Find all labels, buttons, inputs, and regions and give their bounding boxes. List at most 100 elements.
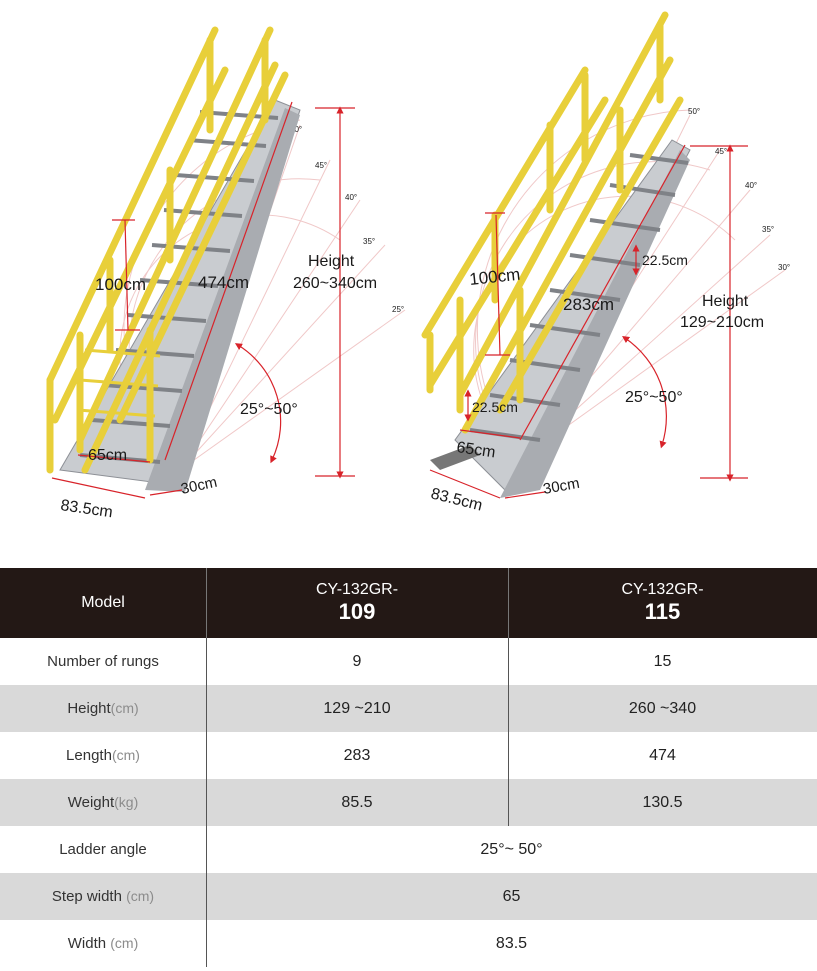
row-label: Ladder angle <box>0 841 206 858</box>
row-unit: (cm) <box>110 935 139 951</box>
row-label-text: Step width <box>51 888 127 905</box>
row-label-text: Weight <box>67 794 115 811</box>
row-label: Number of rungs <box>0 653 206 670</box>
model-b-prefix: CY-132GR- <box>621 581 704 598</box>
cell-model-b: 15 <box>653 652 672 670</box>
table-row: Height(cm) 129 ~210 260 ~340 <box>0 685 817 732</box>
row-label-text: Ladder angle <box>59 841 147 858</box>
left-protractor-tick: 25° <box>392 305 404 314</box>
right-protractor-tick: 50° <box>688 107 700 116</box>
model-b-header: CY-132GR- 115 <box>508 581 817 625</box>
left-handrail-dim-line <box>124 219 129 331</box>
right-treads <box>469 153 689 442</box>
row-label: Step width (cm) <box>0 888 206 905</box>
table-row-merged: Step width (cm) 65 <box>0 873 817 920</box>
left-handrails <box>46 26 289 474</box>
right-width-dim-line <box>429 469 501 499</box>
right-depth-label: 30cm <box>542 475 581 498</box>
left-height-title: Height <box>308 253 355 270</box>
right-handrail-height-label: 100cm <box>468 265 521 289</box>
left-angle-arc <box>234 343 282 464</box>
column-divider <box>206 826 207 873</box>
column-divider <box>206 638 207 685</box>
cell-model-a: 85.5 <box>341 793 373 811</box>
right-length-dim-line <box>519 144 686 441</box>
right-handrails <box>421 11 684 434</box>
right-angle-label: 25°~50° <box>625 389 683 406</box>
model-a-header: CY-132GR- 109 <box>206 581 508 625</box>
cell-model-b: 474 <box>649 746 676 764</box>
column-divider <box>508 638 509 685</box>
cell-model-a: 9 <box>352 652 362 670</box>
row-unit: (kg) <box>114 794 139 810</box>
right-rise-top-label: 22.5cm <box>642 252 688 268</box>
left-ladder-illustration: 50° 45° 40° 35° 25° <box>46 26 406 521</box>
product-illustrations: 50° 45° 40° 35° 25° <box>46 11 790 521</box>
row-label: Weight(kg) <box>0 794 206 811</box>
table-row: Weight(kg) 85.5 130.5 <box>0 779 817 826</box>
row-label: Length(cm) <box>0 747 206 764</box>
left-step-width-label: 65cm <box>88 447 127 464</box>
left-protractor-tick: 40° <box>345 193 357 202</box>
left-yellow-steps <box>77 348 161 418</box>
cell-model-a: 283 <box>343 746 371 764</box>
column-divider <box>206 685 207 732</box>
table-header-row: Model CY-132GR- 109 CY-132GR- 115 <box>0 568 817 638</box>
row-label-text: Height <box>67 700 111 717</box>
column-divider <box>206 920 207 967</box>
right-handrail-dim-line <box>495 214 501 356</box>
column-divider <box>508 685 509 732</box>
row-label-text: Length <box>66 747 112 764</box>
row-unit: (cm) <box>126 888 155 904</box>
column-divider <box>508 568 509 638</box>
table-row: Number of rungs 9 15 <box>0 638 817 685</box>
right-protractor-tick: 35° <box>762 225 774 234</box>
cell-model-b: 260 ~340 <box>628 699 697 717</box>
cell-merged: 83.5 <box>495 934 528 952</box>
column-divider <box>206 873 207 920</box>
cell-model-b: 130.5 <box>642 793 683 811</box>
left-protractor-tick: 35° <box>363 237 375 246</box>
row-unit: (cm) <box>111 747 140 763</box>
right-width-label: 83.5cm <box>429 485 484 514</box>
right-height-title: Height <box>702 293 749 310</box>
left-width-dim-line <box>51 477 146 499</box>
ladder-diagrams-svg: 50° 45° 40° 35° 25° <box>46 11 790 521</box>
left-protractor-tick: 50° <box>290 125 302 134</box>
row-label: Height(cm) <box>0 700 206 717</box>
left-handrail-height-label: 100cm <box>95 275 146 294</box>
model-b-number: 115 <box>644 599 681 624</box>
model-a-prefix: CY-132GR- <box>315 581 399 598</box>
right-protractor-tick: 45° <box>715 147 727 156</box>
right-height-range: 129~210cm <box>680 314 764 331</box>
left-angle-label: 25°~50° <box>240 401 298 418</box>
right-ladder-illustration: 50° 45° 40° 35° 30° <box>421 11 790 515</box>
right-step-width-label: 65cm <box>455 439 496 461</box>
model-a-number: 109 <box>338 599 376 624</box>
column-divider <box>206 568 207 638</box>
cell-merged: 65 <box>502 887 521 905</box>
left-protractor-tick: 45° <box>315 161 327 170</box>
row-label-text: Number of rungs <box>47 653 159 670</box>
left-length-label: 474cm <box>198 273 249 292</box>
right-angle-arc <box>622 335 667 449</box>
column-divider <box>206 779 207 826</box>
right-protractor-tick: 40° <box>745 181 757 190</box>
right-depth-dim-line <box>504 491 546 499</box>
right-length-label: 283cm <box>563 295 614 314</box>
right-rise-bottom-label: 22.5cm <box>472 399 518 415</box>
spec-table: Model CY-132GR- 109 CY-132GR- 115 Number… <box>0 568 817 967</box>
column-divider <box>508 779 509 826</box>
model-header-label: Model <box>81 594 125 611</box>
table-row-merged: Ladder angle 25°~ 50° <box>0 826 817 873</box>
cell-model-a: 129 ~210 <box>323 699 391 717</box>
left-depth-dim-line <box>149 489 183 496</box>
row-label: Width (cm) <box>0 935 206 952</box>
table-row-merged: Width (cm) 83.5 <box>0 920 817 967</box>
row-unit: (cm) <box>110 700 139 716</box>
column-divider <box>206 732 207 779</box>
table-row: Length(cm) 283 474 <box>0 732 817 779</box>
column-divider <box>508 732 509 779</box>
left-step-dim-line <box>77 454 151 463</box>
cell-merged: 25°~ 50° <box>480 840 543 858</box>
